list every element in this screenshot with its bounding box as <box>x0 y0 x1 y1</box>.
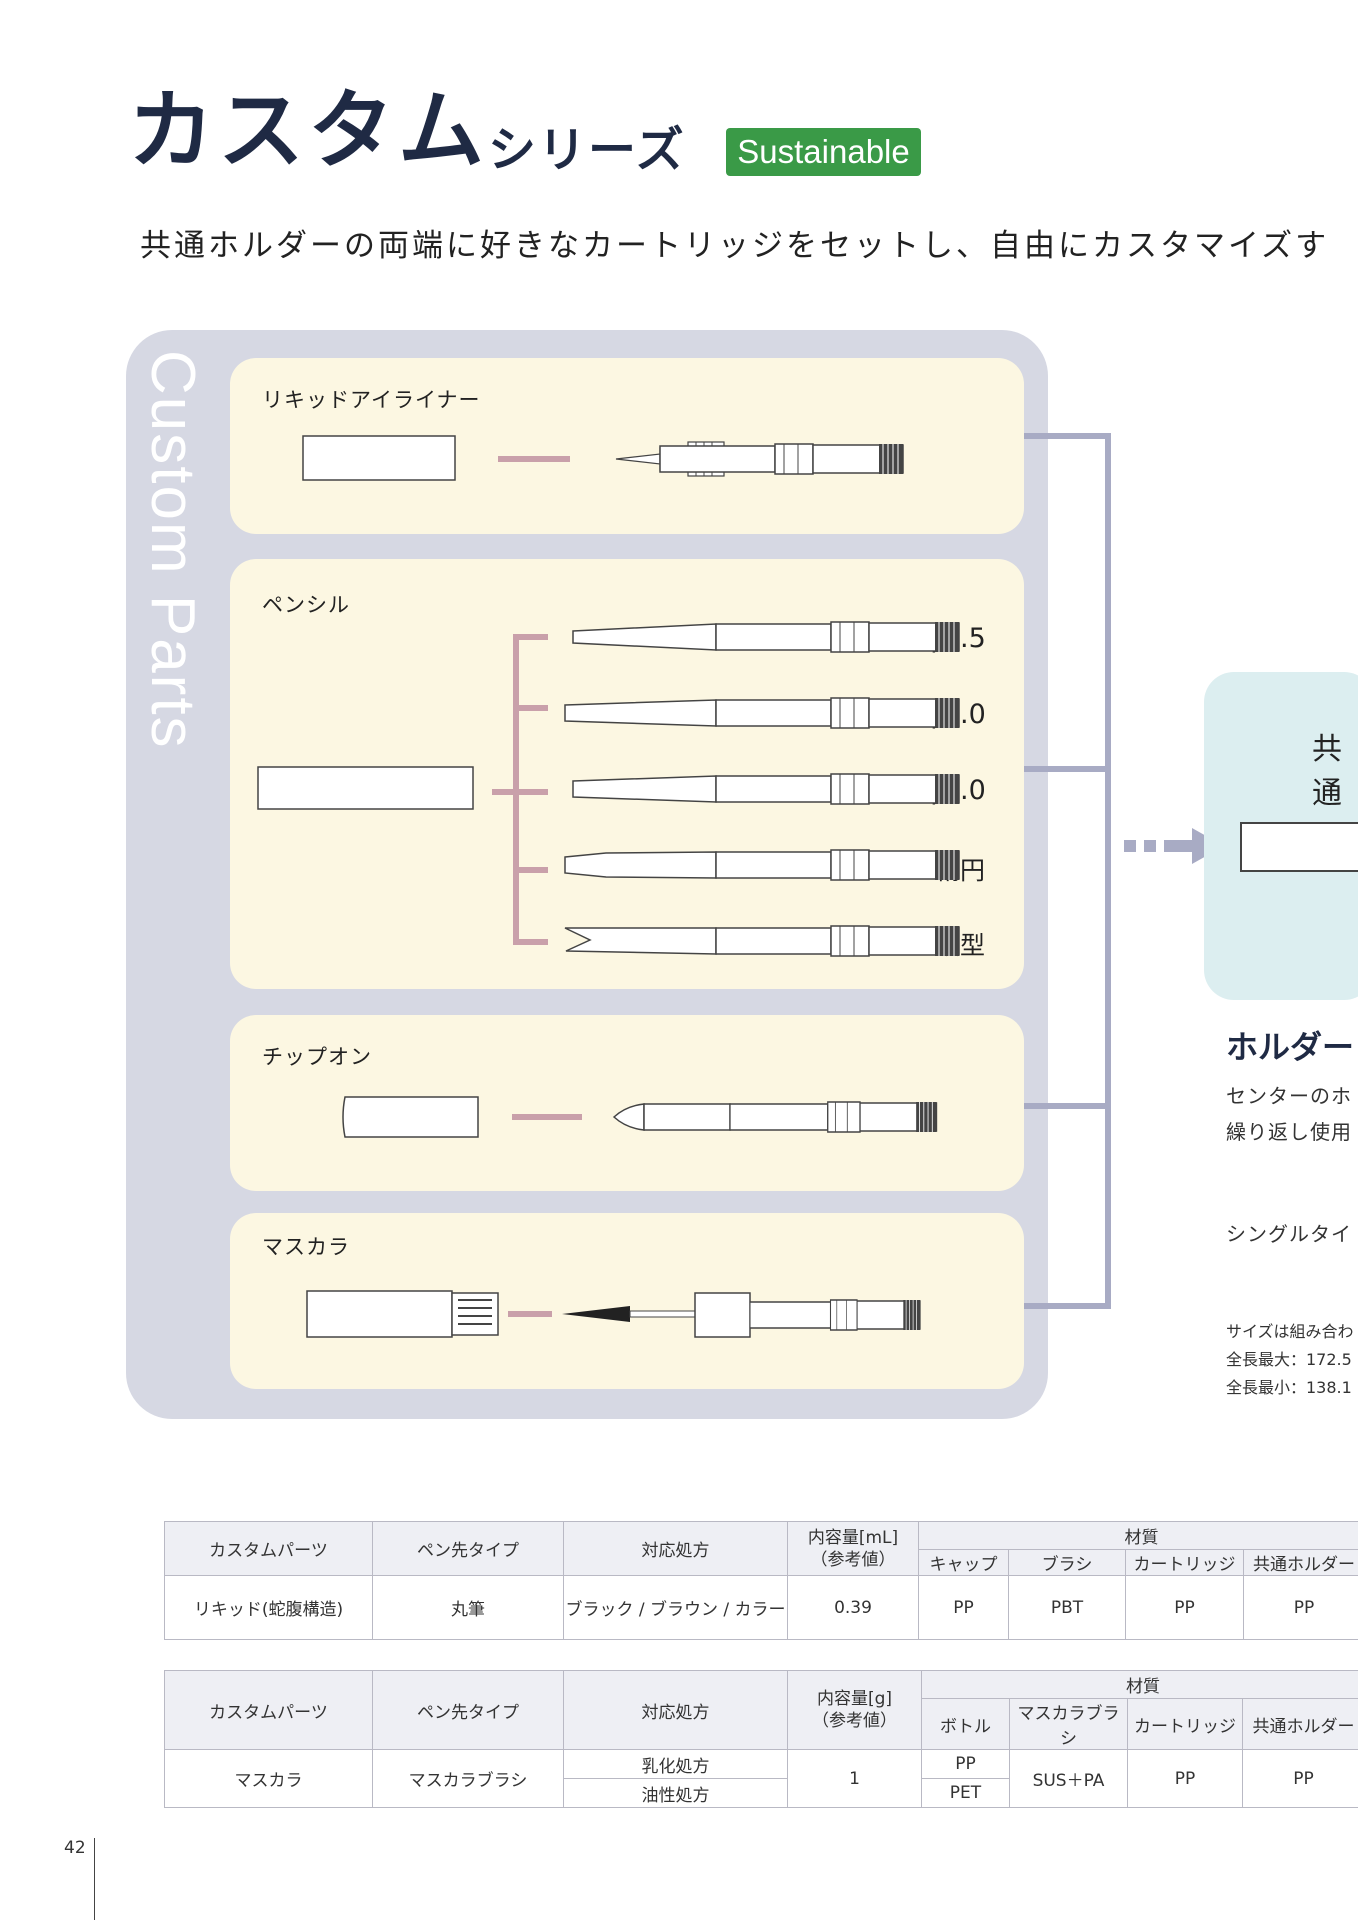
pencil-tip-oval <box>564 851 717 879</box>
card-title-pencil: ペンシル <box>262 593 350 617</box>
holder-heading: ホルダー <box>1226 1028 1355 1066</box>
holder-text-2: 繰り返し使用 <box>1226 1120 1352 1144</box>
th-mat-bottle: ボトル <box>921 1698 1010 1750</box>
page-subtitle: シリーズ <box>488 122 686 178</box>
mascara-connector <box>508 1311 552 1317</box>
td-part: マスカラ <box>164 1749 373 1808</box>
td-tip: 丸筆 <box>372 1575 564 1640</box>
td-mat-cartridge: PP <box>1125 1575 1244 1640</box>
td-bottle-1: PP <box>921 1749 1010 1779</box>
th-mat-cap: キャップ <box>918 1549 1009 1576</box>
holder-text-1: センターのホ <box>1226 1084 1352 1108</box>
mascara-spec-table: カスタムパーツ ペン先タイプ 対応処方 内容量[g] （参考値） 材質 ボトル … <box>164 1670 1358 1808</box>
td-holder: PP <box>1242 1749 1358 1808</box>
custom-parts-vertical-label: Custom Parts <box>138 350 205 750</box>
holder-note-1: サイズは組み合わ <box>1226 1322 1354 1341</box>
holder-note-2: 全長最大：172.5 <box>1226 1350 1352 1369</box>
pencil-tip-3-0 <box>572 775 717 803</box>
holder-text-3: シングルタイ <box>1226 1222 1352 1246</box>
td-part: リキッド(蛇腹構造) <box>164 1575 373 1640</box>
th-material: 材質 <box>918 1521 1358 1550</box>
th-part: カスタムパーツ <box>164 1521 373 1576</box>
eyeliner-brush-tip <box>615 453 661 465</box>
th-tip: ペン先タイプ <box>372 1670 564 1750</box>
custom-parts-label-text: Custom Parts <box>138 350 205 750</box>
th-mat-holder: 共通ホルダー <box>1243 1549 1358 1576</box>
mascara-bottle <box>306 1290 453 1338</box>
eyeliner-connector <box>498 456 570 462</box>
td-tip: マスカラブラシ <box>372 1749 564 1808</box>
pencil-parts <box>257 621 960 957</box>
liquid-spec-table: カスタムパーツ ペン先タイプ 対応処方 内容量[mL] （参考値） 材質 キャッ… <box>164 1521 1358 1640</box>
td-formula: ブラック / ブラウン / カラー <box>563 1575 788 1640</box>
td-mascara-brush: SUS＋PA <box>1009 1749 1128 1808</box>
connector-bracket <box>1024 433 1111 1309</box>
td-bottle-2: PET <box>921 1778 1010 1808</box>
th-tip: ペン先タイプ <box>372 1521 564 1576</box>
td-formula-2: 油性処方 <box>563 1778 788 1808</box>
card-title-liquid-eyeliner: リキッドアイライナー <box>262 388 481 412</box>
th-mat-mascara-brush: マスカラブラシ <box>1009 1698 1128 1750</box>
td-volume: 0.39 <box>787 1575 919 1640</box>
th-material: 材質 <box>921 1670 1358 1699</box>
card-title-mascara: マスカラ <box>262 1235 350 1259</box>
holder-box-title: 共通 <box>1312 732 1342 811</box>
tip-on-parts <box>342 1096 938 1138</box>
sustainable-badge: Sustainable <box>726 128 921 176</box>
td-mat-brush: PBT <box>1008 1575 1126 1640</box>
th-mat-cartridge: カートリッジ <box>1125 1549 1244 1576</box>
page-number: 42 <box>64 1838 86 1858</box>
holder-illustration <box>1240 822 1358 872</box>
td-mat-holder: PP <box>1243 1575 1358 1640</box>
th-volume: 内容量[mL] （参考値） <box>787 1521 919 1576</box>
th-mat-brush: ブラシ <box>1008 1549 1126 1576</box>
td-cartridge: PP <box>1127 1749 1243 1808</box>
lead-text: 共通ホルダーの両端に好きなカートリッジをセットし、自由にカスタマイズす <box>140 228 1330 264</box>
tip-on-cap <box>342 1096 479 1138</box>
th-formula: 対応処方 <box>563 1670 788 1750</box>
td-formula-1: 乳化処方 <box>563 1749 788 1779</box>
th-volume: 内容量[g] （参考値） <box>787 1670 922 1750</box>
holder-note-3: 全長最小：138.1 <box>1226 1378 1352 1397</box>
page-title: カスタム <box>128 81 488 181</box>
th-part: カスタムパーツ <box>164 1670 373 1750</box>
th-mat-cartridge: カートリッジ <box>1127 1698 1243 1750</box>
pencil-tip-1-5 <box>572 623 717 651</box>
footer-divider <box>94 1838 95 1920</box>
tip-on-connector <box>512 1114 582 1120</box>
card-title-tip-on: チップオン <box>262 1045 372 1069</box>
td-mat-cap: PP <box>918 1575 1009 1640</box>
pencil-cap <box>257 766 474 810</box>
liquid-eyeliner-parts <box>302 435 904 481</box>
eyeliner-cap <box>302 435 456 481</box>
th-formula: 対応処方 <box>563 1521 788 1576</box>
mascara-parts <box>306 1290 921 1338</box>
tip-on-sponge <box>612 1103 645 1131</box>
pencil-tip-2-0 <box>564 699 717 727</box>
th-mat-holder: 共通ホルダー <box>1242 1698 1358 1750</box>
td-volume: 1 <box>787 1749 922 1808</box>
mascara-brush-head <box>562 1306 630 1322</box>
pencil-tip-teardrop <box>564 927 717 955</box>
